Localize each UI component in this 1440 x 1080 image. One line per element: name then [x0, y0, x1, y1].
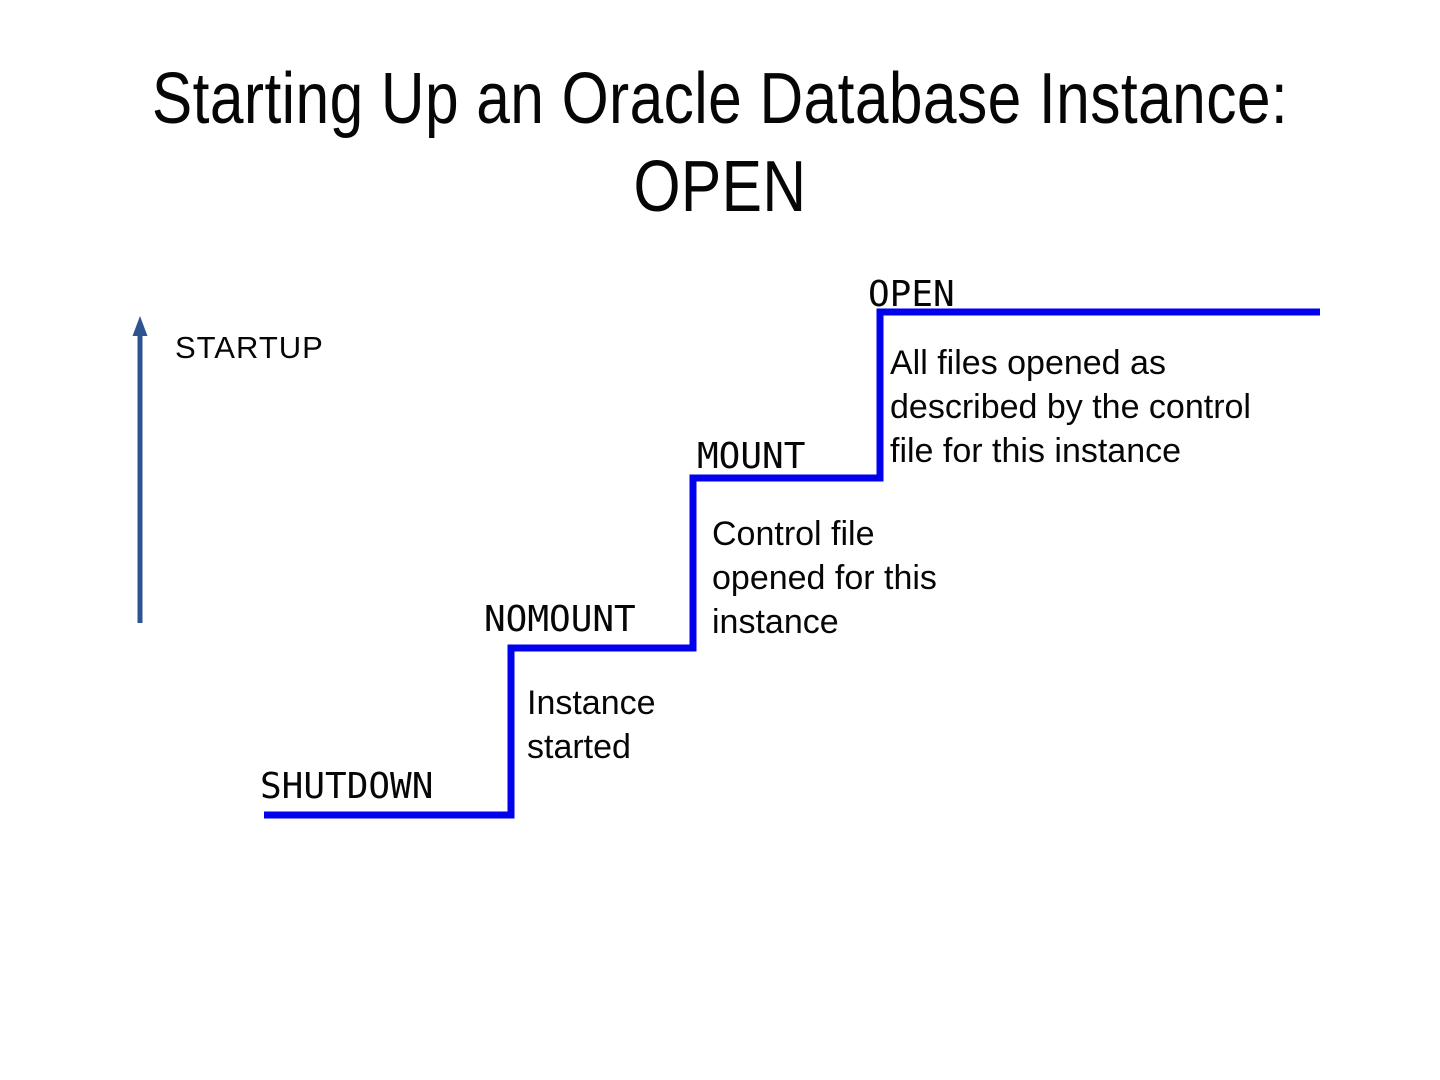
note-mount: Control file opened for this instance: [712, 515, 937, 641]
state-label-open: OPEN: [868, 274, 955, 315]
page-title-line1: Starting Up an Oracle Database Instance:: [151, 59, 1289, 139]
startup-arrow-head: [132, 316, 148, 336]
note-nomount: Instance started: [527, 684, 656, 766]
note-open: All files opened as described by the con…: [890, 344, 1251, 470]
page-title-line2: OPEN: [633, 147, 807, 227]
state-label-shutdown: SHUTDOWN: [260, 766, 434, 807]
state-label-nomount: NOMOUNT: [484, 599, 636, 640]
page-title: Starting Up an Oracle Database Instance:…: [0, 55, 1440, 231]
state-label-mount: MOUNT: [697, 436, 806, 477]
staircase-line: [264, 308, 1320, 819]
startup-label: STARTUP: [175, 330, 324, 365]
